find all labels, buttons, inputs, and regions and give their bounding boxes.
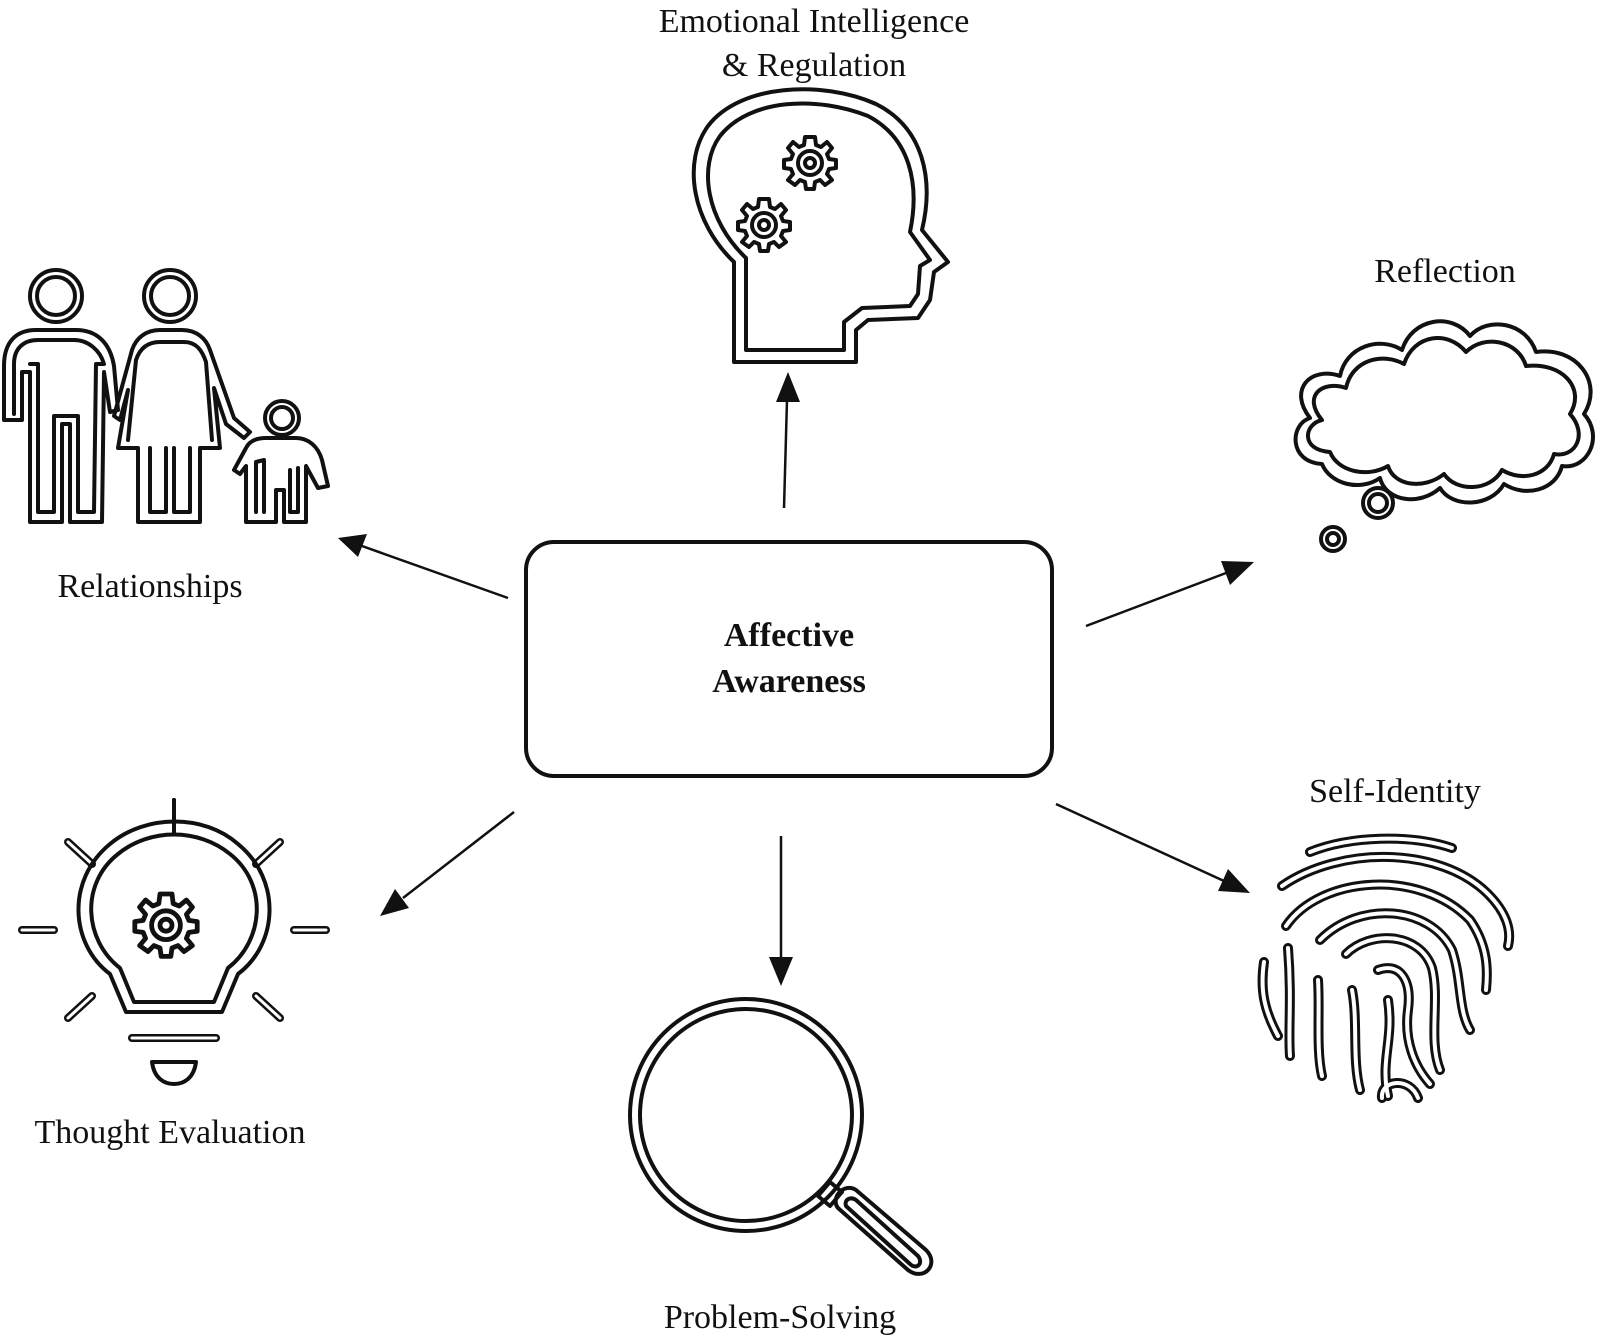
arrow-to-thought-evaluation bbox=[380, 811, 515, 916]
arrow-to-emotional bbox=[776, 372, 800, 509]
fingerprint-icon-inner bbox=[1260, 836, 1512, 1100]
center-node-label-line2: Awareness bbox=[712, 663, 866, 700]
arrow-to-problem-solving bbox=[769, 836, 793, 986]
family-icon bbox=[2, 268, 330, 524]
reflection-label: Reflection bbox=[1374, 253, 1516, 290]
self-identity-label: Self-Identity bbox=[1309, 773, 1481, 810]
problem-solving-label: Problem-Solving bbox=[663, 1299, 897, 1336]
lightbulb-gear-icon bbox=[18, 798, 330, 1086]
arrow-to-reflection bbox=[1085, 561, 1254, 628]
relationships-label: Relationships bbox=[57, 568, 243, 605]
emotional-label-line2: & Regulation bbox=[721, 47, 907, 84]
emotional-label: Emotional Intelligence & Regulation bbox=[600, 0, 1028, 88]
arrow-to-self-identity bbox=[1055, 802, 1250, 893]
thought-cloud-icon bbox=[1293, 319, 1595, 553]
magnifying-glass-icon bbox=[628, 997, 934, 1276]
center-node-box: Affective Awareness bbox=[524, 540, 1054, 778]
head-gears-icon bbox=[691, 87, 950, 364]
center-node-label-line1: Affective bbox=[723, 617, 855, 654]
emotional-label-line1: Emotional Intelligence bbox=[658, 3, 970, 40]
thought-evaluation-label: Thought Evaluation bbox=[34, 1114, 306, 1151]
arrow-to-relationships bbox=[338, 534, 509, 600]
